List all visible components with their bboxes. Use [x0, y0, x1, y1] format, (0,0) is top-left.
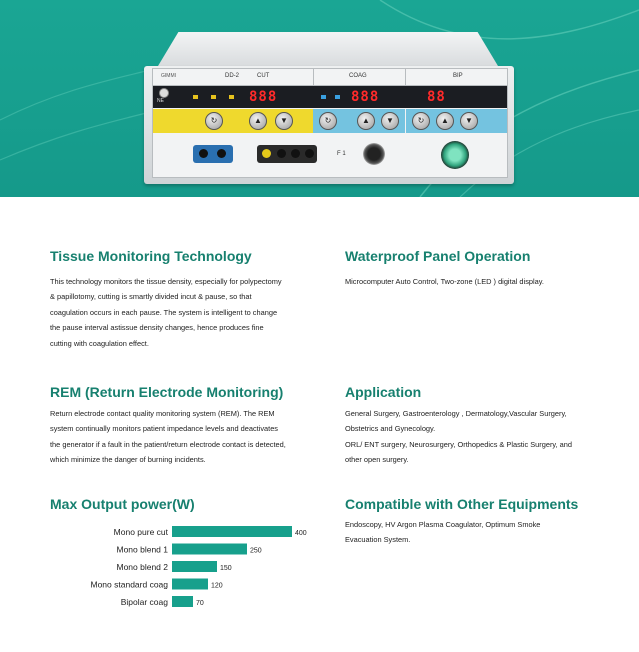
bar-category-label: Mono standard coag — [91, 580, 169, 590]
body-line: coagulation occurs in each pause. The sy… — [50, 307, 278, 317]
mode-indicator-icon — [193, 95, 198, 99]
application-body: General Surgery, Gastroenterology , Derm… — [345, 406, 607, 468]
mode-indicator-icon — [211, 95, 216, 99]
compatible-title: Compatible with Other Equipments — [345, 496, 579, 512]
body-line: which minimize the danger of burning inc… — [50, 455, 206, 465]
bar — [172, 543, 247, 555]
coag-label: COAG — [349, 73, 367, 79]
body-line: Return electrode contact quality monitor… — [50, 409, 275, 418]
body-line: Endoscopy, HV Argon Plasma Coagulator, O… — [345, 520, 541, 529]
body-line: the pause interval astissue density chan… — [50, 323, 264, 333]
bip-label: BIP — [453, 73, 463, 79]
display-row: NE 888 888 88 — [153, 86, 507, 108]
electrosurgical-unit: GIMMI DD-2 CUT COAG BIP NE 888 888 88 — [144, 32, 514, 190]
bipolar-socket[interactable] — [363, 143, 385, 165]
body-line: This technology monitors the tissue dens… — [50, 277, 282, 286]
monopolar-socket[interactable] — [257, 145, 317, 163]
panel-divider — [313, 69, 314, 85]
body-line: General Surgery, Gastroenterology , Derm… — [345, 409, 567, 418]
bar — [172, 578, 208, 590]
bip-up-button[interactable]: ▲ — [436, 112, 454, 130]
bar-category-label: Mono pure cut — [114, 527, 169, 537]
application-title: Application — [345, 384, 422, 400]
cut-label: CUT — [257, 73, 270, 79]
bar — [172, 596, 193, 607]
mode-indicator-icon — [335, 95, 340, 99]
body-line: Obstetrics and Gynecology. — [345, 424, 436, 434]
coag-mode-button[interactable]: ↻ — [319, 112, 337, 130]
mode-indicator-icon — [321, 95, 326, 99]
bar — [172, 526, 292, 537]
bar-value-label: 400 — [295, 530, 307, 537]
coag-up-button[interactable]: ▲ — [357, 112, 375, 130]
mode-indicator-icon — [229, 95, 234, 99]
waterproof-panel-title: Waterproof Panel Operation — [345, 248, 531, 264]
body-line: & papillotomy, cutting is smartly divide… — [50, 292, 252, 302]
body-line: cutting with coagulation effect. — [50, 338, 149, 348]
device-top-cover — [158, 32, 498, 66]
ne-indicator-icon — [159, 88, 169, 98]
body-line: system continually monitors patient impe… — [50, 424, 278, 434]
neutral-electrode-socket[interactable] — [193, 145, 233, 163]
bar-value-label: 150 — [220, 565, 232, 572]
body-line: Microcomputer Auto Control, Two-zone (LE… — [345, 277, 544, 286]
compatible-body: Endoscopy, HV Argon Plasma Coagulator, O… — [345, 517, 585, 548]
cut-down-button[interactable]: ▼ — [275, 112, 293, 130]
power-button[interactable] — [441, 141, 469, 169]
hero-banner: GIMMI DD-2 CUT COAG BIP NE 888 888 88 — [0, 0, 639, 197]
panel-divider — [405, 69, 406, 85]
ne-label: NE — [157, 98, 164, 104]
cut-button-zone: ↻ ▲ ▼ — [153, 109, 313, 133]
max-output-title: Max Output power(W) — [50, 496, 195, 512]
coag-down-button[interactable]: ▼ — [381, 112, 399, 130]
coag-button-zone: ↻ ▲ ▼ — [313, 109, 405, 133]
bar-category-label: Mono blend 1 — [116, 545, 168, 555]
bip-display: 88 — [427, 89, 446, 105]
footswitch-label: F 1 — [337, 151, 346, 157]
bip-mode-button[interactable]: ↻ — [412, 112, 430, 130]
rem-title: REM (Return Electrode Monitoring) — [50, 384, 284, 400]
cut-mode-button[interactable]: ↻ — [205, 112, 223, 130]
coag-display: 888 — [351, 89, 380, 105]
socket-row: F 1 — [153, 137, 507, 175]
bar-category-label: Mono blend 2 — [116, 562, 168, 572]
cut-display: 888 — [249, 89, 278, 105]
panel-label-row: GIMMI DD-2 CUT COAG BIP — [153, 69, 507, 86]
control-panel: GIMMI DD-2 CUT COAG BIP NE 888 888 88 — [152, 68, 508, 178]
model-label: DD-2 — [225, 73, 240, 79]
bar-category-label: Bipolar coag — [121, 597, 169, 607]
body-line: the generator if a fault in the patient/… — [50, 439, 286, 449]
bar-value-label: 70 — [196, 600, 204, 607]
tissue-monitoring-body: This technology monitors the tissue dens… — [50, 274, 308, 351]
button-row: ↻ ▲ ▼ ↻ ▲ ▼ ↻ ▲ ▼ — [153, 109, 507, 133]
bip-button-zone: ↻ ▲ ▼ — [406, 109, 507, 133]
body-line: other open surgery. — [345, 455, 409, 465]
bip-down-button[interactable]: ▼ — [460, 112, 478, 130]
body-line: ORL/ ENT surgery, Neurosurgery, Orthoped… — [345, 439, 573, 449]
body-line: Evacuation System. — [345, 535, 411, 545]
waterproof-panel-body: Microcomputer Auto Control, Two-zone (LE… — [345, 274, 605, 289]
brand-logo: GIMMI — [161, 73, 176, 79]
cut-up-button[interactable]: ▲ — [249, 112, 267, 130]
rem-body: Return electrode contact quality monitor… — [50, 406, 322, 468]
tissue-monitoring-title: Tissue Monitoring Technology — [50, 248, 252, 264]
bar-value-label: 120 — [211, 583, 223, 590]
bar-value-label: 250 — [250, 548, 262, 555]
bar — [172, 561, 217, 572]
